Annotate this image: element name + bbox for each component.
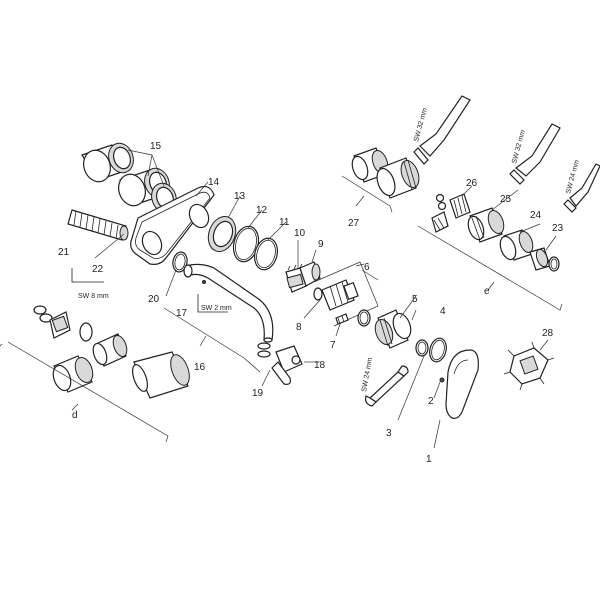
part-28-mounting-block: [503, 341, 555, 391]
part-9-fitting: [299, 249, 321, 287]
sw24-wrench-tool: [365, 365, 409, 407]
part-2-set-screw: [433, 377, 445, 399]
callout-6: 6: [364, 262, 370, 273]
part-6-group-bracket: [313, 261, 379, 327]
group-e-bracket: [417, 225, 563, 311]
part-18-hex-fitting: [271, 345, 320, 385]
part-27-assembly: [341, 147, 420, 213]
callout-25: 25: [500, 194, 512, 205]
label-sw2: SW 2 mm: [201, 305, 232, 312]
part-21-threaded-pipe: [67, 209, 129, 241]
part-22-hex-key: [71, 233, 125, 283]
part-24-sleeve: [499, 229, 534, 261]
callout-17: 17: [176, 308, 188, 319]
part-14-cover-plate: [130, 181, 215, 265]
callout-11: 11: [279, 217, 290, 228]
callout-27: 27: [348, 218, 360, 229]
callout-7: 7: [330, 340, 336, 351]
sw32-tool-a: [413, 95, 471, 165]
callout-14: 14: [208, 177, 220, 188]
callout-20: 20: [148, 294, 160, 305]
part-16-spout: [183, 263, 274, 343]
part-20-o-ring: [172, 251, 188, 273]
part-7-screw: [335, 313, 349, 337]
callout-23: 23: [552, 223, 564, 234]
callout-18: 18: [314, 360, 326, 371]
part-10-cartridge: [285, 240, 307, 293]
part-25-sleeve: [467, 207, 505, 243]
part-11-ring: [253, 237, 279, 271]
part-5-sleeve: [374, 295, 417, 349]
part-16-group-bracket: [163, 307, 261, 373]
callout-16: 16: [194, 362, 206, 373]
callout-leader-lines: [165, 189, 557, 351]
callout-28: 28: [542, 328, 554, 339]
callout-19: 19: [252, 388, 264, 399]
label-sw24-wrench: SW 24 mm: [361, 357, 374, 392]
callout-5: 5: [412, 294, 418, 305]
callout-4: 4: [440, 306, 446, 317]
part-6-ring: [357, 309, 371, 327]
sw32-tool-b: [509, 123, 561, 185]
group-letter-d: d: [72, 410, 78, 421]
callout-2: 2: [428, 396, 434, 407]
group-letters: d e: [72, 286, 490, 421]
callout-10: 10: [294, 228, 306, 239]
part-15-sleeves: [81, 142, 177, 214]
sw24-tool-c: [563, 163, 600, 213]
callout-26: 26: [466, 178, 478, 189]
part-19-o-rings: [257, 342, 271, 387]
part-1-lever-handle: [433, 349, 479, 449]
callout-3: 3: [386, 428, 392, 439]
part-26-small-parts: [431, 185, 473, 233]
callout-22: 22: [92, 264, 104, 275]
callout-13: 13: [234, 191, 246, 202]
callout-1: 1: [426, 454, 432, 465]
callout-8: 8: [296, 322, 302, 333]
callout-15: 15: [150, 141, 162, 152]
group-d-parts: [0, 305, 190, 443]
part-8-cartridge-body: [303, 279, 359, 319]
label-sw32-a: SW 32 mm: [413, 107, 429, 142]
callout-9: 9: [318, 239, 324, 250]
part-4-ring: [429, 337, 447, 363]
label-sw32-b: SW 32 mm: [511, 129, 527, 164]
label-sw8: SW 8 mm: [78, 293, 109, 300]
callout-24: 24: [530, 210, 542, 221]
part-3-ring: [397, 339, 429, 421]
label-sw24-c: SW 24 mm: [565, 159, 581, 194]
callout-21: 21: [58, 247, 70, 258]
group-letter-e: e: [484, 286, 490, 297]
part-23-nut: [529, 247, 560, 272]
callout-numbers: 15 14 13 12 11 10 9 21 22 20 17 6 5 4 8 …: [58, 141, 564, 465]
callout-12: 12: [256, 205, 268, 216]
